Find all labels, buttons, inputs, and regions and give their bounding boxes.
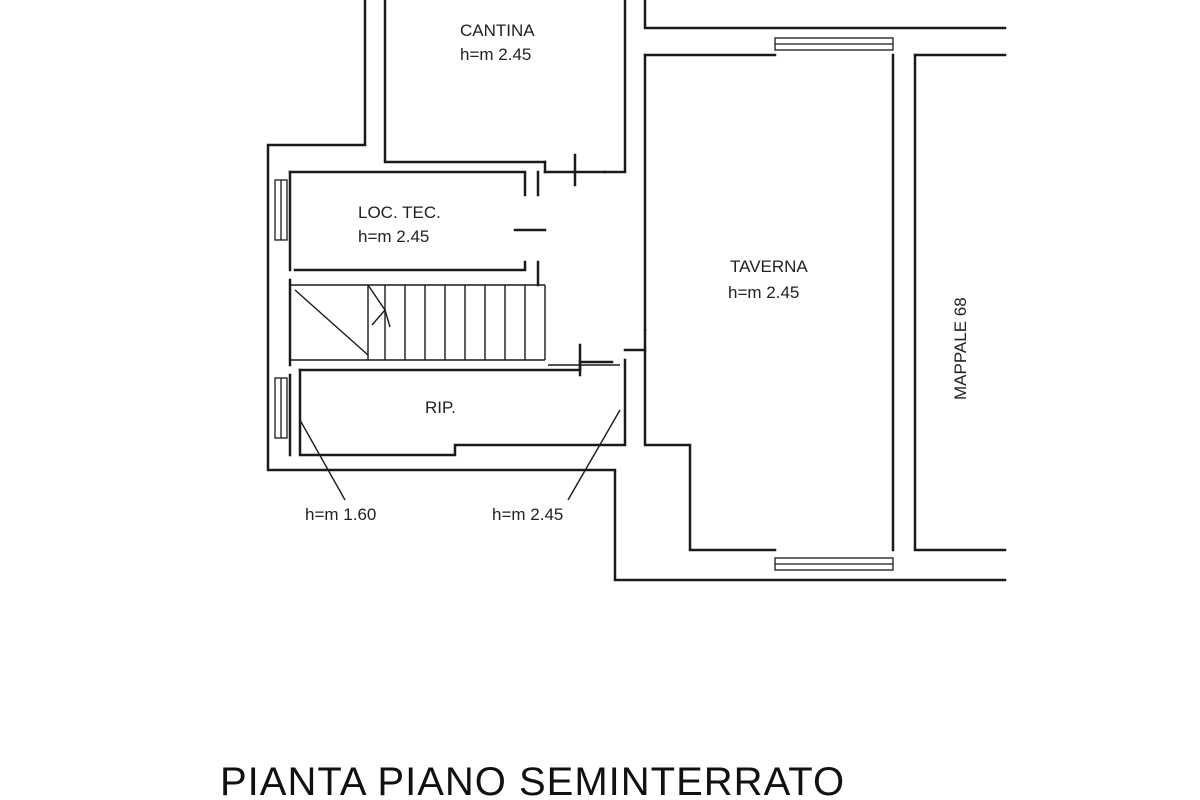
locale-tecnico-walls: [288, 160, 607, 287]
loc-tec-height: h=m 2.45: [358, 227, 429, 246]
taverna-name: TAVERNA: [730, 257, 808, 276]
staircase: [290, 284, 546, 361]
ripostiglio-walls: [298, 348, 647, 457]
slope-high-label: h=m 2.45: [492, 505, 563, 524]
ripostiglio-name: RIP.: [425, 398, 456, 417]
room-labels: CANTINA h=m 2.45 LOC. TEC. h=m 2.45 TAVE…: [220, 21, 970, 800]
loc-tec-name: LOC. TEC.: [358, 203, 441, 222]
plan-title: PIANTA PIANO SEMINTERRATO: [220, 760, 845, 800]
exterior-walls: [266, 0, 1007, 582]
windows: [274, 37, 894, 571]
cantina-name: CANTINA: [460, 21, 535, 40]
slope-low-label: h=m 1.60: [305, 505, 376, 524]
cantina-height: h=m 2.45: [460, 45, 531, 64]
slope-leaders: [299, 409, 621, 501]
door-marks: [513, 153, 620, 377]
taverna-height: h=m 2.45: [728, 283, 799, 302]
neighbor-label: MAPPALE 68: [951, 297, 970, 400]
